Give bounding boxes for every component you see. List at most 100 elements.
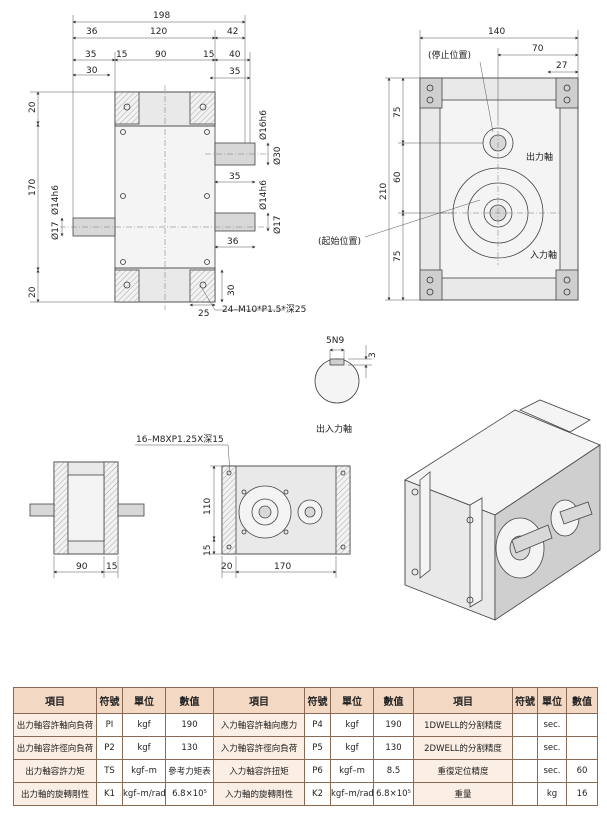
- dim-140: 140: [488, 27, 505, 37]
- dim-35-mid: 35: [229, 172, 240, 182]
- dim-60: 60: [393, 171, 403, 183]
- th-item-1: 項目: [13, 687, 97, 714]
- dim-25: 25: [198, 309, 209, 319]
- th-item-3: 項目: [413, 687, 513, 714]
- table-cell: 130: [373, 736, 414, 760]
- table-cell: K1: [96, 782, 123, 806]
- table-cell: [512, 759, 538, 783]
- th-symbol-3: 符號: [512, 687, 538, 714]
- th-unit-2: 單位: [330, 687, 374, 714]
- table-cell: TS: [96, 759, 123, 783]
- dim-170: 170: [28, 179, 38, 196]
- dim-40: 40: [229, 50, 241, 60]
- table-cell: 重復定位精度: [413, 759, 513, 783]
- table-cell: 60: [566, 759, 598, 783]
- top-view: 198 120 42 36 35 90 15 15 40 35 30 Ø16h6…: [28, 11, 306, 319]
- table-cell: kgf: [122, 713, 166, 737]
- table-cell: P5: [304, 736, 331, 760]
- th-unit-3: 單位: [537, 687, 567, 714]
- table-cell: kgf–m/rad: [122, 782, 166, 806]
- front-view: 16–M8XP1.25X深15 110 15 20 170: [135, 434, 351, 578]
- dim-30-bottom: 30: [227, 284, 237, 296]
- table-cell: 入力軸容許徑向負荷: [213, 736, 305, 760]
- table-cell: PI: [96, 713, 123, 737]
- table-cell: 2DWELL的分割精度: [413, 736, 513, 760]
- table-cell: 入力軸的旋轉剛性: [213, 782, 305, 806]
- dim-3: 3: [368, 352, 378, 358]
- table-row: 出力軸容許力矩 TS kgf–m 參考力矩表 入力軸容許扭矩 P6 kgf–m …: [13, 759, 598, 783]
- dim-14h6-left: Ø14h6: [50, 185, 61, 215]
- table-cell: 參考力矩表: [165, 759, 214, 783]
- table-cell: sec.: [537, 713, 567, 737]
- table-cell: kgf: [122, 736, 166, 760]
- dim-198: 198: [153, 11, 170, 21]
- table-cell: K2: [304, 782, 331, 806]
- table-cell: 出力軸容許徑向負荷: [13, 736, 97, 760]
- table-cell: [512, 736, 538, 760]
- dim-16h6: Ø16h6: [258, 110, 269, 140]
- dim-14h6-right: Ø14h6: [258, 180, 269, 210]
- dim-35-right: 35: [229, 67, 240, 77]
- bottom-left-view: 90 15: [29, 461, 145, 578]
- dim-35-left: 35: [85, 50, 96, 60]
- table-cell: P2: [96, 736, 123, 760]
- dim-90: 90: [155, 50, 167, 60]
- dim-90-bl: 90: [76, 562, 88, 572]
- dim-210: 210: [379, 183, 389, 200]
- spec-table: 項目 符號 單位 數值 項目 符號 單位 數值 項目 符號 單位 數值 出力軸容…: [13, 687, 598, 806]
- th-value-2: 數值: [373, 687, 414, 714]
- table-row: 出力軸容許徑向負荷 P2 kgf 130 入力軸容許徑向負荷 P5 kgf 13…: [13, 736, 598, 760]
- table-row: 出力軸的旋轉剛性 K1 kgf–m/rad 6.8×10⁵ 入力軸的旋轉剛性 K…: [13, 782, 598, 806]
- dim-20-front: 20: [221, 562, 233, 572]
- table-cell: kgf–m: [330, 759, 374, 783]
- front-hole-note: 16–M8XP1.25X深15: [136, 434, 224, 445]
- table-cell: 16: [566, 782, 598, 806]
- isometric-view: [404, 399, 601, 621]
- dim-5n9: 5N9: [326, 336, 344, 346]
- dim-75-top: 75: [393, 107, 403, 118]
- th-value-1: 數值: [165, 687, 214, 714]
- dim-20-top: 20: [28, 101, 38, 113]
- dim-36-bottom: 36: [227, 237, 239, 247]
- th-symbol-2: 符號: [304, 687, 331, 714]
- table-cell: 入力軸容許扭矩: [213, 759, 305, 783]
- table-cell: [566, 713, 598, 737]
- table-cell: 130: [165, 736, 214, 760]
- dim-20-bottom: 20: [28, 286, 38, 298]
- table-cell: kgf–m/rad: [330, 782, 374, 806]
- table-cell: 1DWELL的分割精度: [413, 713, 513, 737]
- dim-42: 42: [227, 27, 238, 37]
- dim-30: 30: [86, 66, 98, 76]
- table-cell: sec.: [537, 759, 567, 783]
- table-cell: [512, 782, 538, 806]
- dim-15-b: 15: [203, 50, 214, 60]
- table-header-row: 項目 符號 單位 數值 項目 符號 單位 數值 項目 符號 單位 數值: [13, 687, 598, 714]
- table-cell: sec.: [537, 736, 567, 760]
- dim-170-front: 170: [274, 562, 291, 572]
- table-cell: 190: [373, 713, 414, 737]
- label-output-shaft: 出力軸: [526, 151, 553, 163]
- label-input-shaft: 入力軸: [530, 249, 557, 261]
- th-value-3: 數值: [566, 687, 598, 714]
- table-cell: P4: [304, 713, 331, 737]
- table-cell: 190: [165, 713, 214, 737]
- dim-15-bl: 15: [106, 562, 117, 572]
- table-cell: 入力軸容許軸向應力: [213, 713, 305, 737]
- dim-36: 36: [86, 27, 98, 37]
- table-cell: P6: [304, 759, 331, 783]
- dim-15-a: 15: [116, 50, 127, 60]
- label-io-shaft: 出入力軸: [316, 423, 352, 435]
- dim-15-front: 15: [203, 545, 213, 556]
- table-cell: kgf: [330, 736, 374, 760]
- dim-27: 27: [556, 61, 567, 71]
- technical-drawing: 198 120 42 36 35 90 15 15 40 35 30 Ø16h6…: [28, 11, 601, 621]
- table-cell: 出力軸的旋轉剛性: [13, 782, 97, 806]
- table-cell: 出力軸容許力矩: [13, 759, 97, 783]
- th-item-2: 項目: [213, 687, 305, 714]
- label-start-position: (起始位置): [318, 235, 361, 247]
- table-cell: 重量: [413, 782, 513, 806]
- dim-dia30: Ø30: [272, 146, 283, 165]
- th-symbol-1: 符號: [96, 687, 123, 714]
- table-cell: 6.8×10⁵: [165, 782, 214, 806]
- dim-17-right: Ø17: [272, 215, 283, 234]
